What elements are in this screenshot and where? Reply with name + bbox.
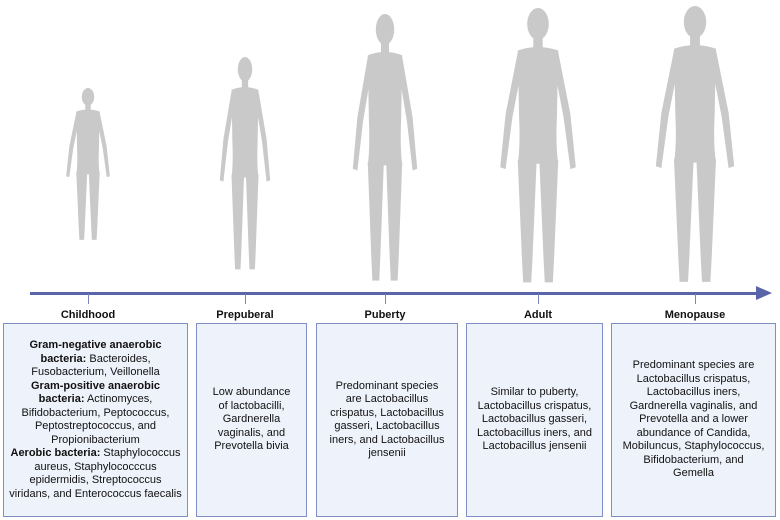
timeline-tick (245, 294, 246, 304)
stage-label-prepuberal: Prepuberal (216, 309, 274, 321)
stage-label-menopause: Menopause (664, 309, 726, 321)
menopause-figure-silhouette (655, 6, 735, 282)
description-box-prepuberal: Low abundance of lactobacilli, Gardnerel… (196, 323, 307, 517)
prepuberal-figure-silhouette (219, 57, 271, 270)
description-box-adult: Similar to puberty, Lactobacillus crispa… (466, 323, 603, 517)
stage-label-adult: Adult (523, 309, 553, 321)
description-paragraph: Aerobic bacteria: Staphylococcus aureus,… (9, 447, 182, 500)
child-figure-silhouette (66, 88, 110, 240)
description-paragraph: Gram-positive anaerobic bacteria: Actino… (21, 379, 170, 446)
description-paragraph: Gram-negative anaerobic bacteria: Bacter… (29, 339, 162, 378)
timeline-arrowhead (756, 286, 772, 300)
timeline-axis (30, 292, 760, 295)
timeline-tick (695, 294, 696, 304)
timeline-tick (88, 294, 89, 304)
stage-label-childhood: Childhood (60, 309, 116, 321)
timeline-tick (538, 294, 539, 304)
description-box-puberty: Predominant species are Lactobacillus cr… (316, 323, 458, 517)
timeline-tick (385, 294, 386, 304)
puberty-figure-silhouette (352, 14, 418, 281)
stage-label-puberty: Puberty (364, 309, 406, 321)
description-box-menopause: Predominant species are Lactobacillus cr… (611, 323, 776, 517)
description-box-childhood: Gram-negative anaerobic bacteria: Bacter… (3, 323, 188, 517)
figures-illustration (66, 6, 735, 283)
adult-figure-silhouette (500, 8, 576, 283)
